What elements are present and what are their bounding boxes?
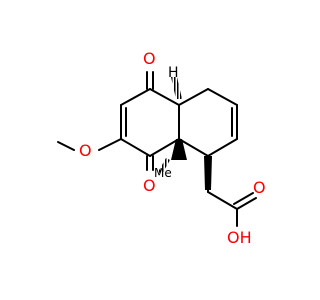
chemical-structure: O H O O Me O OH <box>57 49 266 247</box>
atom-oxygen-top: O <box>143 49 156 68</box>
structure-canvas: O H O O Me O OH <box>57 49 266 247</box>
bond-c4-methoxy-o <box>98 138 122 151</box>
atom-hydrogen-top: H <box>168 65 179 81</box>
bond-c4-c5 <box>120 138 151 157</box>
bond-acid-o-2 <box>233 192 254 205</box>
atom-oxygen-carbonyl: O <box>253 178 266 197</box>
stereo-bonds <box>158 77 212 190</box>
bond-sidechain-2 <box>207 191 238 210</box>
bond-methoxy-carbon <box>57 141 75 151</box>
bond-c10-c6 <box>178 138 209 157</box>
bond-c3-c7 <box>178 88 209 106</box>
atom-labels: O H O O Me O OH <box>79 49 266 247</box>
bond-c7-c8 <box>207 88 238 106</box>
ring-bonds <box>57 71 257 227</box>
bond-c5-c6 <box>149 138 180 157</box>
hash-top-h <box>171 77 182 99</box>
wedge-methyl <box>171 139 187 160</box>
atom-oxygen-methoxy: O <box>79 141 92 160</box>
hash-methyl-bond <box>158 158 170 174</box>
atom-methyl: Me <box>154 166 172 180</box>
atom-hydroxyl: OH <box>227 228 252 247</box>
bond-c1-c2 <box>120 88 151 106</box>
atom-oxygen-bottom: O <box>143 176 156 195</box>
bond-c1-c3 <box>149 88 180 106</box>
bond-acid-o-1 <box>236 197 257 210</box>
wedge-sidechain <box>204 156 212 190</box>
bond-c9-c10 <box>207 138 238 157</box>
